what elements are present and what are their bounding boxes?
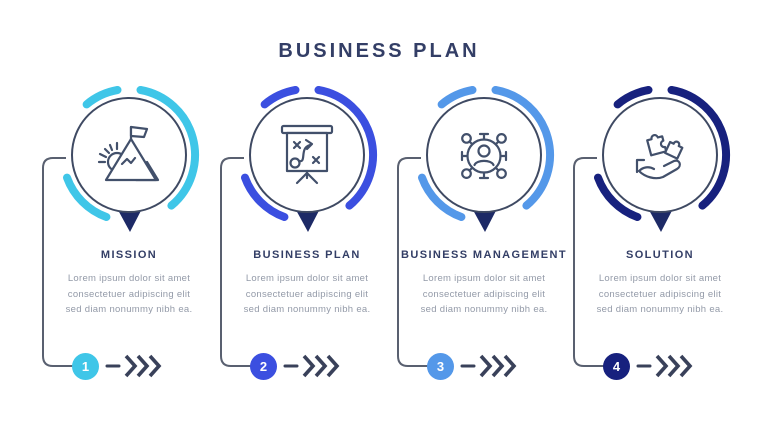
- description-line: Lorem ipsum dolor sit amet: [67, 273, 191, 284]
- step-description: Lorem ipsum dolor sit amet consectetuer …: [40, 271, 218, 318]
- connector-line: [573, 157, 607, 367]
- step-number-badge: 2: [250, 353, 277, 380]
- step-column-solution: SOLUTION Lorem ipsum dolor sit amet cons…: [571, 0, 749, 426]
- step-badge: [594, 86, 731, 232]
- step-number-badge: 3: [427, 353, 454, 380]
- step-title: SOLUTION: [625, 249, 695, 261]
- description-line: consectetuer adipiscing elit: [422, 288, 546, 300]
- description-line: sed diam nonummy nibh ea.: [420, 304, 548, 315]
- step-column-business-plan: BUSINESS PLAN Lorem ipsum dolor sit amet…: [218, 0, 396, 426]
- connector-line: [220, 157, 254, 367]
- description-line: consectetuer adipiscing elit: [67, 288, 191, 300]
- team-network-icon: [460, 132, 508, 180]
- mountain-flag-icon: [97, 125, 160, 182]
- description-line: sed diam nonummy nibh ea.: [243, 304, 371, 315]
- step-title: MISSION: [100, 249, 158, 261]
- description-line: Lorem ipsum dolor sit amet: [245, 273, 369, 284]
- step-description: Lorem ipsum dolor sit amet consectetuer …: [395, 271, 573, 318]
- step-title: BUSINESS PLAN: [253, 249, 361, 261]
- page-title: BUSINESS PLAN: [278, 40, 480, 62]
- triple-chevron-icon: [636, 354, 693, 378]
- step-badge: [418, 86, 555, 232]
- description-line: Lorem ipsum dolor sit amet: [422, 273, 546, 284]
- step-description: Lorem ipsum dolor sit amet consectetuer …: [218, 271, 396, 318]
- connector-line: [397, 157, 431, 367]
- description-line: sed diam nonummy nibh ea.: [65, 304, 193, 315]
- triple-chevron-icon: [460, 354, 517, 378]
- step-number-badge: 1: [72, 353, 99, 380]
- step-column-business-management: BUSINESS MANAGEMENT Lorem ipsum dolor si…: [395, 0, 573, 426]
- step-badge: [241, 86, 378, 232]
- description-line: sed diam nonummy nibh ea.: [596, 304, 724, 315]
- step-description: Lorem ipsum dolor sit amet consectetuer …: [571, 271, 749, 318]
- description-line: Lorem ipsum dolor sit amet: [598, 273, 722, 284]
- step-column-mission: MISSION Lorem ipsum dolor sit amet conse…: [40, 0, 218, 426]
- step-badge: [63, 86, 200, 232]
- step-title: BUSINESS MANAGEMENT: [401, 249, 567, 261]
- hand-puzzle-icon: [635, 134, 684, 180]
- triple-chevron-icon: [105, 354, 162, 378]
- connector-line: [42, 157, 76, 367]
- description-line: consectetuer adipiscing elit: [245, 288, 369, 300]
- triple-chevron-icon: [283, 354, 340, 378]
- description-line: consectetuer adipiscing elit: [598, 288, 722, 300]
- step-number-badge: 4: [603, 353, 630, 380]
- strategy-board-icon: [280, 124, 334, 185]
